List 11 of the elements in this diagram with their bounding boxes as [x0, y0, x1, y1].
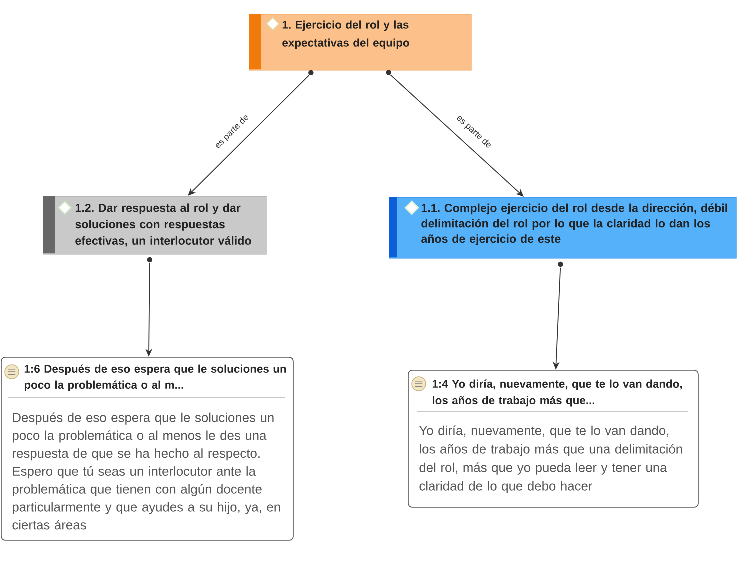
quote-text: Después de eso espera que le soluciones un poco la problemática o al menos le des una respuesta de que se ha hecho al respecto. Espero que tú seas un interlocutor ante la problemática que tienen con algún docente particularmente y que ayudes a su hijo, ya, en ciertas áreas [12, 412, 280, 530]
quote-heading: 1:4 Yo diría, nuevamente, que te lo van dando, los años de trabajo más que... [432, 380, 682, 407]
topic-box: 1.2. Dar respuesta al rol y dar soluciones con respuestas efectivas, un interlocutor válido [43, 196, 267, 255]
arrow [390, 74, 524, 197]
quote-card [1, 357, 294, 541]
quote-card [408, 370, 699, 508]
topic-box: 1.1. Complejo ejercicio del rol desde la dirección, débil delimitación del rol por lo que la claridad lo dan los años de ejercicio de este [389, 197, 737, 259]
quote-text: Yo diría, nuevamente, que te lo van dando, los años de trabajo más que una delimitación del rol, más que yo pueda leer y tener una claridad de lo que debo hacer [420, 426, 682, 494]
arrow [188, 75, 310, 196]
quote-heading: 1:6 Después de eso espera que le soluciones un poco la problemática o al m... [24, 364, 286, 392]
topic-box: 1. Ejercicio del rol y las expectativas del equipo [249, 14, 472, 71]
